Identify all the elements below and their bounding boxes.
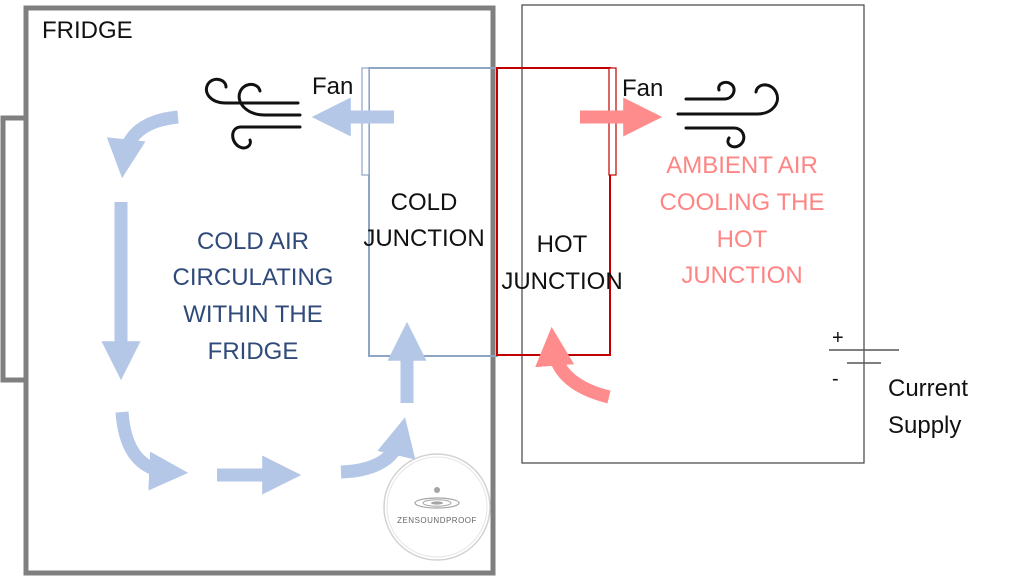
cold-air-caption: COLD AIR CIRCULATING WITHIN THE FRIDGE [173, 228, 334, 365]
ambient-air-caption-line: HOT [717, 226, 768, 253]
hot-flow-arrow-return [535, 326, 611, 404]
cold-junction-label-line: JUNCTION [363, 225, 484, 252]
current-supply-label-line: Current [888, 375, 968, 402]
cold-junction-label-line: COLD [391, 189, 458, 216]
hot-junction-label-line: HOT [537, 231, 588, 258]
battery-plus-label: + [832, 327, 844, 349]
hot-junction-label-line: JUNCTION [501, 268, 622, 295]
current-supply-label: Current Supply [888, 375, 968, 439]
cold-air-caption-line: COLD AIR [197, 228, 309, 255]
cold-air-caption-line: WITHIN THE [183, 301, 323, 328]
hot-junction-label: HOT JUNCTION [501, 231, 622, 295]
left-fan-label: Fan [312, 73, 353, 100]
fridge-door-handle [0, 115, 26, 383]
current-supply-label-line: Supply [888, 412, 961, 439]
cold-flow-arrow-top-left [106, 110, 179, 179]
ambient-air-caption-line: AMBIENT AIR [666, 152, 818, 179]
cold-air-caption-line: CIRCULATING [173, 264, 334, 291]
cold-flow-arrow-bottom-left [115, 411, 189, 491]
power-supply-box [521, 4, 865, 464]
ambient-air-caption: AMBIENT AIR COOLING THE HOT JUNCTION [660, 152, 825, 289]
cold-flow-arrow-bottom-right [340, 417, 416, 479]
cold-air-caption-line: FRIDGE [208, 338, 299, 365]
fridge-box [23, 5, 496, 576]
battery-symbol [829, 349, 899, 364]
cold-air-flow [101, 97, 427, 495]
ambient-air-caption-line: JUNCTION [681, 262, 802, 289]
right-fan-label: Fan [622, 75, 663, 102]
left-fan-wind-icon [204, 77, 302, 150]
cold-junction-label: COLD JUNCTION [363, 189, 484, 252]
logo-text: ZENSOUNDPROOF [397, 516, 477, 525]
ambient-air-caption-line: COOLING THE [660, 189, 825, 216]
zensoundproof-logo [383, 453, 491, 561]
fridge-label: FRIDGE [42, 17, 133, 44]
hot-air-flow [535, 97, 663, 404]
right-fan-wind-icon [676, 80, 779, 149]
battery-minus-label: - [832, 368, 839, 390]
